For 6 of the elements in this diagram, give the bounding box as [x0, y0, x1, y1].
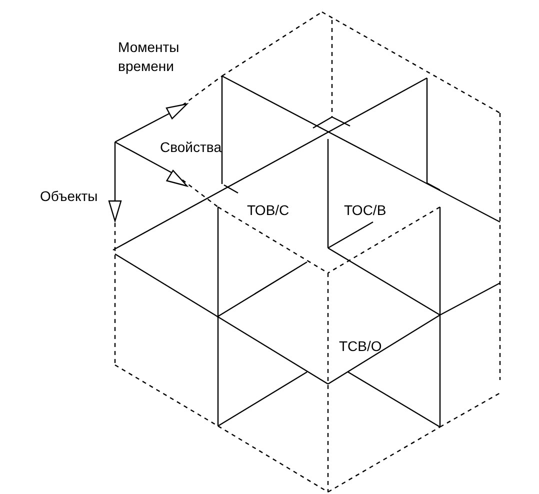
axis-label: Свойства	[160, 138, 222, 157]
axis-label: Объекты	[40, 187, 98, 206]
face-label: ТСВ/О	[339, 337, 382, 356]
face-label: ТОВ/С	[247, 201, 290, 220]
axis-label: Моменты времени	[118, 38, 180, 76]
face-label: ТОС/В	[344, 201, 386, 220]
